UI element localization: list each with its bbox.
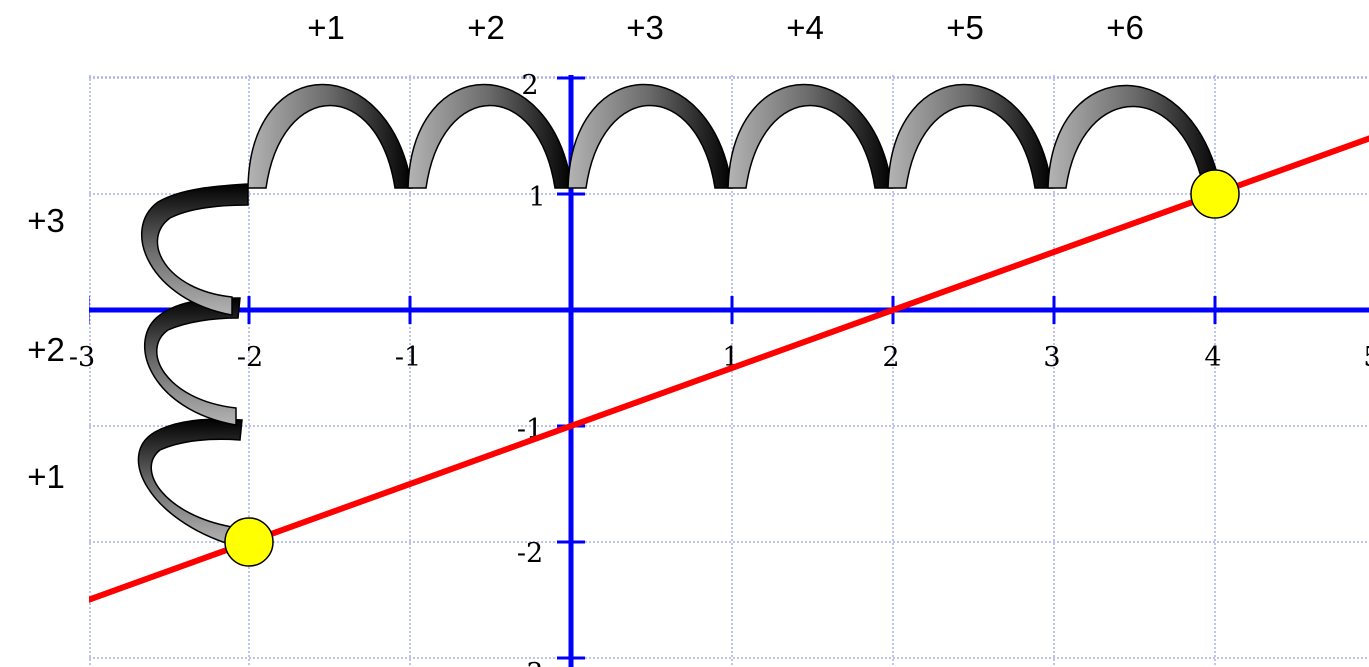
run-step-label: +2 <box>467 9 505 46</box>
run-step-label: +5 <box>946 9 984 46</box>
vertical-step-arcs <box>137 183 249 547</box>
step-arc <box>141 183 249 316</box>
x-tick-label: -3 <box>69 342 95 373</box>
x-tick-label: -1 <box>395 342 421 373</box>
y-tick-label: 2 <box>521 70 538 101</box>
vertical-step-labels: +3 +2 +1 <box>27 202 65 495</box>
x-tick-label: -2 <box>237 342 263 373</box>
rise-step-label: +1 <box>27 458 65 495</box>
start-point <box>224 517 274 567</box>
step-arc <box>887 83 1053 189</box>
step-arc <box>144 297 241 426</box>
horizontal-step-arcs <box>247 83 1223 197</box>
step-arc <box>567 83 733 189</box>
rise-step-label: +3 <box>27 202 65 239</box>
step-arc <box>727 83 893 189</box>
run-step-label: +4 <box>786 9 824 46</box>
x-tick-labels: -3 -2 -1 1 2 3 4 5 <box>69 342 1369 373</box>
run-step-label: +3 <box>626 9 664 46</box>
y-tick-labels: 2 1 -1 -2 -3 <box>517 70 546 667</box>
x-tick-label: 3 <box>1043 342 1060 373</box>
rise-step-label: +2 <box>27 331 65 368</box>
linear-function-line <box>89 135 1369 603</box>
end-point <box>1190 169 1240 219</box>
run-step-label: +6 <box>1106 9 1144 46</box>
y-tick-label: 1 <box>528 182 545 213</box>
step-arc <box>247 83 413 189</box>
y-tick-label: -3 <box>517 658 543 667</box>
x-tick-label: 4 <box>1204 342 1221 373</box>
y-tick-label: -2 <box>517 538 543 569</box>
step-arc <box>407 83 573 189</box>
run-step-label: +1 <box>307 9 345 46</box>
horizontal-step-labels: +1 +2 +3 +4 +5 +6 <box>307 9 1144 46</box>
x-tick-label: 2 <box>882 342 899 373</box>
x-tick-label: 5 <box>1363 342 1369 373</box>
step-arc <box>137 418 243 547</box>
